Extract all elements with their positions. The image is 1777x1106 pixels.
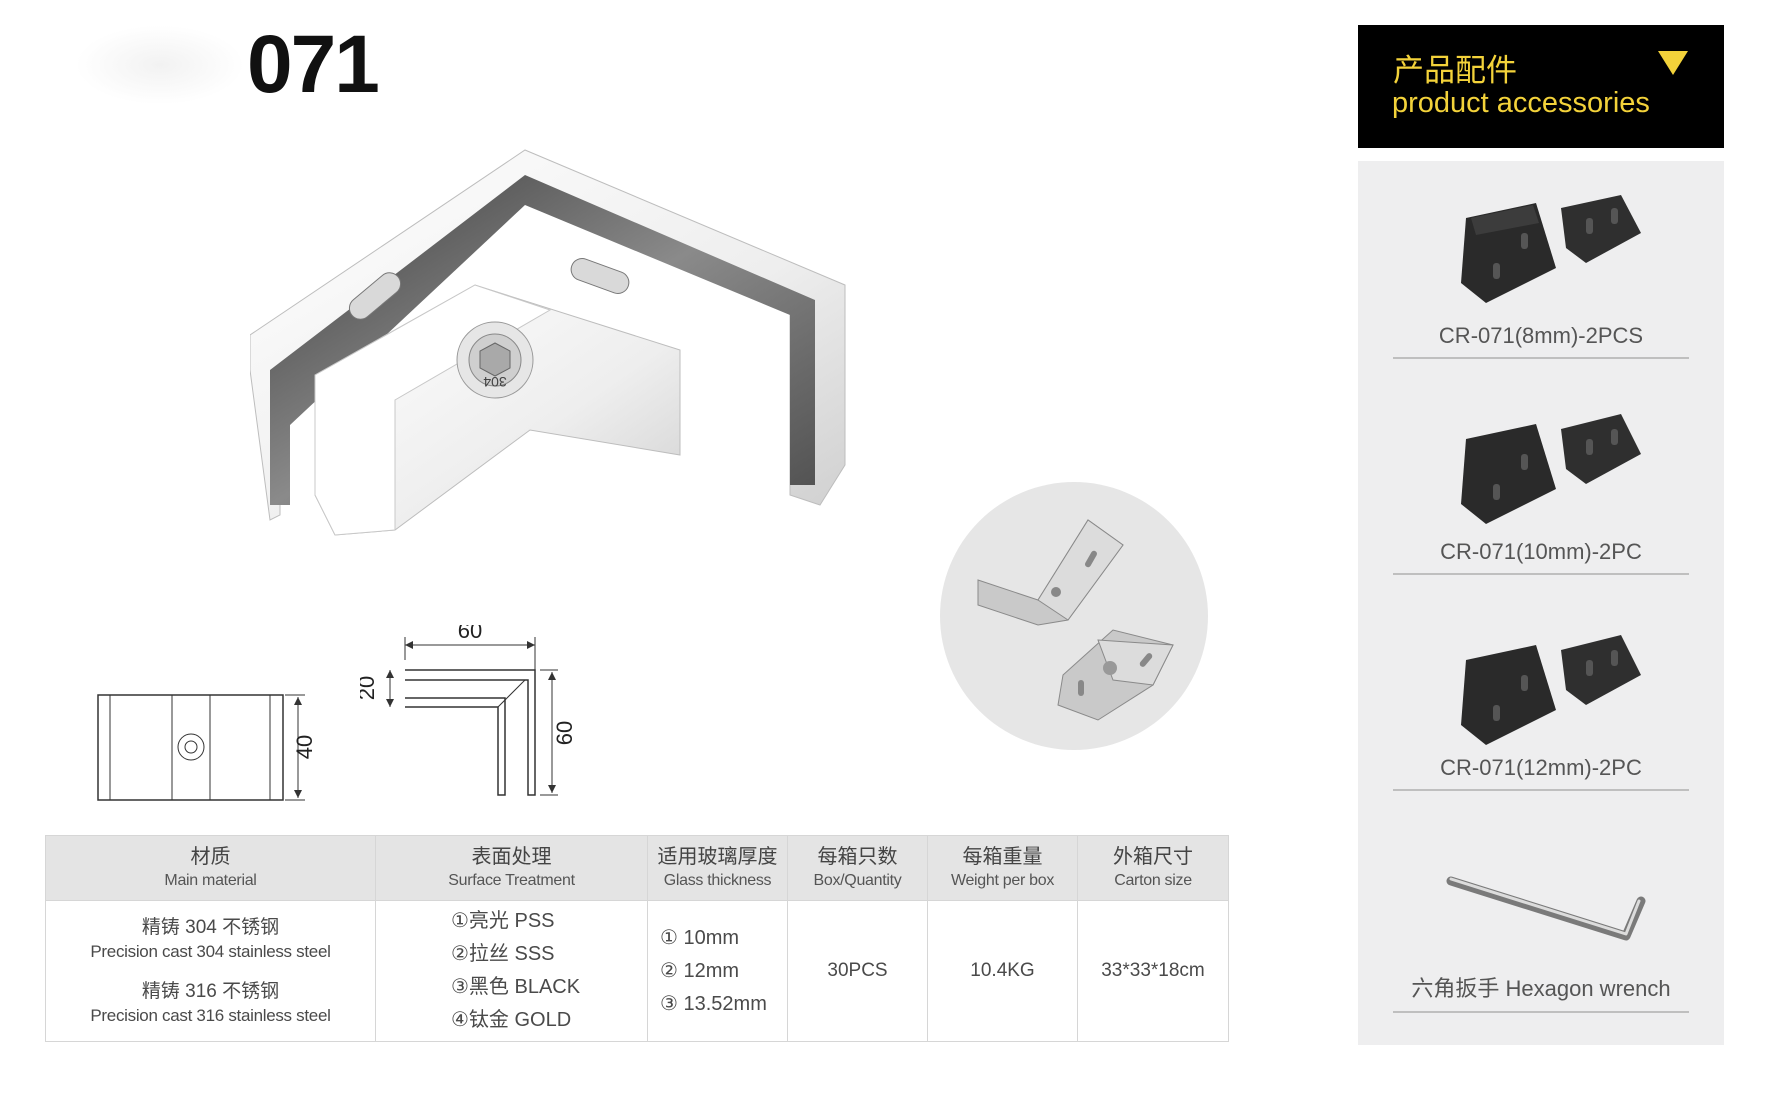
accessory-item: CR-071(12mm)-2PC [1393, 605, 1689, 791]
accessories-title-en: product accessories [1392, 87, 1650, 119]
accessories-header: 产品配件 product accessories [1358, 25, 1724, 148]
triangle-down-icon [1658, 51, 1688, 75]
glass-clamp-product-image: 304 [250, 149, 846, 536]
accessory-item: 六角扳手 Hexagon wrench [1393, 841, 1689, 1013]
surface-treatment-cell: ①亮光 PSS ②拉丝 SSS ③黑色 BLACK ④钛金 GOLD [375, 900, 648, 1042]
divider [1393, 789, 1689, 791]
divider [1393, 573, 1689, 575]
accessory-item: CR-071(8mm)-2PCS [1393, 173, 1689, 359]
main-material-cell: 精铸 304 不锈钢 Precision cast 304 stainless … [45, 900, 376, 1042]
side-view-drawing: 60 20 60 [360, 625, 577, 796]
rubber-gasket-pair-icon [1461, 195, 1641, 303]
front-height-label: 40 [292, 735, 317, 759]
side-depth-label: 20 [360, 676, 379, 700]
side-width-label: 60 [458, 625, 482, 643]
accessories-panel: CR-071(8mm)-2PCS CR-071(10mm)-2PC CR-071… [1358, 161, 1724, 1045]
accessory-label: CR-071(12mm)-2PC [1440, 755, 1642, 780]
accessories-title-cn: 产品配件 [1393, 53, 1517, 88]
weight-per-box-cell: 10.4KG [927, 900, 1078, 1042]
hex-key-icon [1446, 876, 1646, 941]
model-badge-background [75, 25, 245, 105]
spec-table-row: 精铸 304 不锈钢 Precision cast 304 stainless … [45, 900, 1229, 1042]
glass-thickness-cell: ① 10mm ② 12mm ③ 13.52mm [647, 900, 788, 1042]
box-quantity-cell: 30PCS [787, 900, 928, 1042]
divider [1393, 1011, 1689, 1013]
screw-stamp: 304 [483, 374, 507, 390]
model-number: 071 [247, 19, 380, 110]
rubber-gasket-pair-icon [1461, 414, 1641, 524]
accessory-item: CR-071(10mm)-2PC [1393, 389, 1689, 575]
rubber-gasket-pair-icon [1461, 635, 1641, 745]
accessory-label: CR-071(10mm)-2PC [1440, 539, 1642, 564]
front-view-drawing: 40 [97, 694, 317, 801]
divider [1393, 357, 1689, 359]
carton-size-cell: 33*33*18cm [1077, 900, 1229, 1042]
side-height-label: 60 [552, 721, 577, 745]
accessory-label: 六角扳手 Hexagon wrench [1411, 976, 1671, 1001]
metal-bracket-detail-image [940, 482, 1208, 750]
accessory-label: CR-071(8mm)-2PCS [1438, 323, 1644, 348]
